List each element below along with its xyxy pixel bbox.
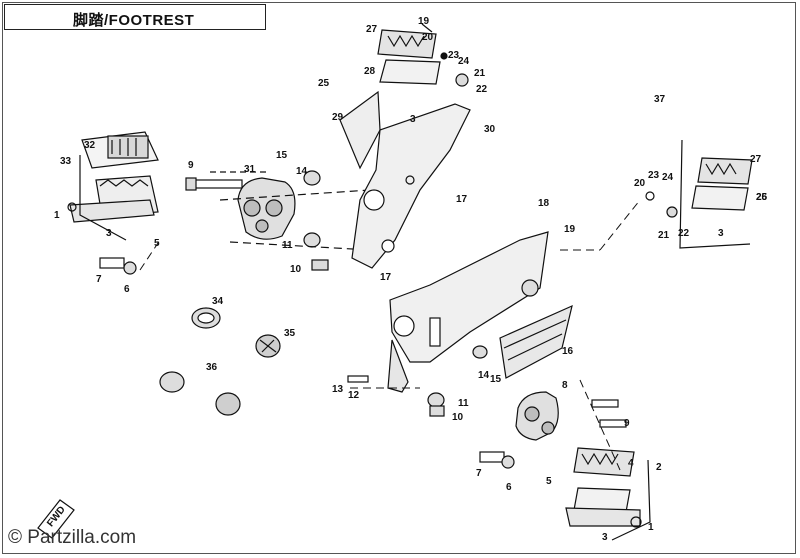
callout-10-1: 10 [290, 264, 302, 275]
callout-4: 4 [628, 458, 634, 469]
watermark: © Partzilla.com [8, 527, 137, 548]
callout-21-2: 21 [658, 230, 670, 241]
fwd-arrow [37, 499, 75, 539]
spring-6-left [123, 261, 137, 275]
callout-19-1: 19 [418, 16, 430, 27]
callout-7-2: 7 [476, 468, 482, 479]
callout-30: 30 [484, 124, 496, 135]
callout-17-1: 17 [456, 194, 468, 205]
callout-34: 34 [212, 296, 224, 307]
callout-14-1: 14 [296, 166, 308, 177]
callout-20-1: 20 [422, 32, 434, 43]
callout-3-3: 3 [718, 228, 724, 239]
callout-14-2: 14 [478, 370, 490, 381]
washer-11-left [303, 232, 321, 248]
pin-7-right [479, 451, 505, 463]
bushing-34 [191, 307, 221, 329]
bushing-36 [159, 371, 241, 416]
callout-12: 12 [348, 390, 360, 401]
bolt-10-left [311, 259, 329, 271]
callout-11-2: 11 [458, 398, 469, 409]
callout-7-1: 7 [96, 274, 102, 285]
callout-29: 29 [332, 112, 344, 123]
callout-37: 37 [654, 94, 666, 105]
right-footpeg-assembly [645, 139, 753, 249]
callout-2: 2 [656, 462, 662, 473]
pin-7-left [99, 257, 125, 269]
callout-6-2: 6 [506, 482, 512, 493]
callout-26: 26 [756, 192, 768, 203]
callout-25-2: 25 [756, 192, 768, 203]
callout-3-4: 3 [602, 532, 608, 543]
bolt-10-right [429, 405, 445, 417]
callout-32: 32 [84, 140, 96, 151]
bolt-9-left [185, 171, 270, 191]
callout-11-1: 11 [282, 240, 293, 251]
callout-5-1: 5 [154, 238, 160, 249]
callout-22-2: 22 [678, 228, 690, 239]
page-title: 脚踏/FOOTREST [73, 12, 195, 29]
callout-9-2: 9 [624, 418, 630, 429]
callout-3-2: 3 [410, 114, 416, 125]
bolt-13 [347, 375, 369, 383]
bushing-35 [255, 334, 281, 358]
washer-14-left [303, 170, 321, 186]
rear-footpeg-assembly [565, 447, 651, 541]
callout-1-1: 1 [54, 210, 60, 221]
callout-15-2: 15 [490, 374, 502, 385]
callout-22-1: 22 [476, 84, 488, 95]
top-footpeg-assembly [377, 23, 469, 87]
callout-28: 28 [364, 66, 376, 77]
title-box: 脚踏/FOOTREST [4, 4, 266, 30]
callout-27-2: 27 [750, 154, 762, 165]
bracket-8 [515, 391, 627, 441]
callout-23-2: 23 [648, 170, 660, 181]
bracket-31 [237, 177, 296, 240]
callout-33: 33 [60, 156, 72, 167]
callout-10-2: 10 [452, 412, 464, 423]
callout-6-1: 6 [124, 284, 130, 295]
spring-6-right [501, 455, 515, 469]
heel-plate-16 [499, 304, 573, 379]
callout-17-2: 17 [380, 272, 392, 283]
callout-23-1: 23 [448, 50, 460, 61]
callout-labels: 1123333455667789910101111121314141515161… [54, 16, 768, 543]
washer-11-right [427, 392, 445, 408]
callout-19-2: 19 [564, 224, 576, 235]
callout-24-1: 24 [458, 56, 470, 67]
callout-16: 16 [562, 346, 574, 357]
callout-24-2: 24 [662, 172, 674, 183]
callout-21-1: 21 [474, 68, 486, 79]
lower-bracket-18 [387, 231, 573, 393]
callout-8: 8 [562, 380, 568, 391]
callout-25-1: 25 [318, 78, 330, 89]
callout-9-1: 9 [188, 160, 194, 171]
main-bracket-30 [339, 90, 471, 269]
callout-18: 18 [538, 198, 550, 209]
callout-20-2: 20 [634, 178, 646, 189]
callout-36: 36 [206, 362, 218, 373]
callout-1-2: 1 [648, 522, 654, 533]
callout-31: 31 [244, 164, 256, 175]
callout-3-1: 3 [106, 228, 112, 239]
callout-35: 35 [284, 328, 296, 339]
front-left-footpeg-assembly [67, 131, 159, 241]
callout-15-1: 15 [276, 150, 288, 161]
callout-27-1: 27 [366, 24, 378, 35]
callout-13: 13 [332, 384, 344, 395]
callout-5-2: 5 [546, 476, 552, 487]
